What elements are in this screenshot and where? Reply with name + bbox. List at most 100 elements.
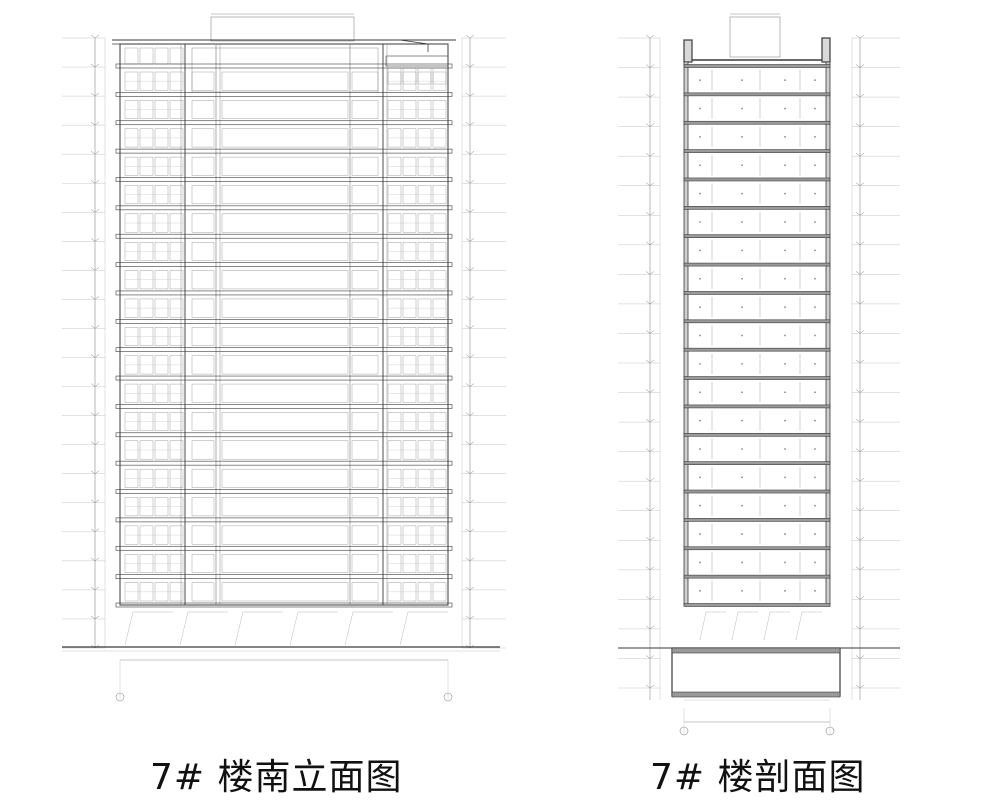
room-tag-mark — [741, 334, 743, 337]
window-pane — [191, 156, 215, 176]
room-tag-mark — [699, 79, 701, 82]
level-tick — [465, 238, 475, 242]
room-tag-mark — [814, 334, 816, 337]
level-tick — [855, 389, 865, 393]
basement-outline — [671, 647, 841, 697]
basement-floor-slab — [671, 691, 841, 698]
level-tick — [645, 300, 655, 305]
window-pane — [402, 67, 417, 85]
window-pane — [351, 355, 379, 375]
level-tick — [645, 212, 655, 216]
level-tick — [855, 655, 865, 659]
window-pane — [221, 327, 349, 346]
level-tick — [465, 644, 475, 649]
level-tick — [645, 182, 655, 187]
window-pane — [221, 355, 349, 375]
window-pane — [351, 497, 379, 517]
window-pane — [191, 355, 215, 375]
room-tag-mark — [741, 533, 743, 535]
level-tick — [855, 448, 865, 452]
room-tag-mark — [814, 589, 816, 592]
shop-front-line — [124, 611, 173, 646]
level-tick — [465, 383, 475, 387]
window-pane — [221, 582, 349, 602]
level-tick — [645, 596, 655, 600]
room-tag-mark — [814, 249, 816, 252]
room-tag-mark — [784, 589, 786, 592]
shop-front-line — [179, 611, 228, 646]
level-tick — [465, 63, 475, 68]
room-tag-mark — [814, 306, 816, 309]
axis-bubble — [679, 726, 689, 736]
room-tag-mark — [814, 107, 816, 110]
window-pane — [221, 554, 349, 573]
room-tag-mark — [814, 419, 816, 422]
parapet-wall — [821, 37, 831, 63]
room-tag-mark — [741, 107, 743, 110]
floor-slab-section — [683, 404, 831, 409]
floor-slab-section — [683, 347, 831, 352]
level-tick — [855, 684, 865, 689]
level-tick — [90, 267, 100, 271]
room-tag-mark — [699, 533, 701, 535]
room-tag-mark — [741, 448, 743, 450]
window-pane — [139, 47, 154, 65]
level-tick — [90, 383, 100, 387]
lobby-line — [795, 611, 822, 641]
level-tick — [90, 441, 100, 445]
room-tag-mark — [741, 306, 743, 309]
window-pane — [221, 412, 349, 431]
parapet-wall — [683, 39, 693, 63]
room-tag-mark — [784, 164, 786, 167]
window-pane — [221, 497, 349, 517]
level-tick — [855, 359, 865, 364]
level-tick — [855, 64, 865, 68]
window-pane — [417, 67, 432, 85]
room-tag-mark — [814, 192, 816, 195]
floor-slab-section — [683, 262, 831, 267]
level-tick — [465, 586, 475, 591]
window-pane — [221, 128, 349, 148]
level-tick — [645, 566, 655, 571]
level-tick — [90, 644, 100, 649]
level-tick — [855, 93, 865, 98]
room-tag-mark — [784, 533, 786, 535]
floor-slab-section — [683, 291, 831, 295]
floor-slab-section — [683, 120, 831, 125]
level-tick — [90, 150, 100, 155]
room-tag-mark — [814, 277, 816, 280]
shop-front-line — [344, 611, 393, 646]
level-tick — [645, 537, 655, 541]
room-tag-mark — [741, 164, 743, 167]
level-tick — [855, 596, 865, 600]
roof-canopy — [399, 39, 429, 52]
window-pane — [351, 412, 379, 431]
room-tag-mark — [741, 249, 743, 252]
floor-slab-section — [683, 518, 831, 522]
level-tick — [645, 152, 655, 157]
level-tick — [90, 354, 100, 358]
room-tag-mark — [814, 476, 816, 479]
room-tag-mark — [699, 362, 701, 365]
room-tag-mark — [784, 277, 786, 280]
floor-slab-section — [683, 376, 831, 380]
room-tag-mark — [699, 192, 701, 195]
window-pane — [191, 100, 215, 119]
floor-slab-band — [115, 319, 453, 324]
level-tick — [645, 123, 655, 127]
level-tick — [465, 180, 475, 184]
level-tick — [465, 354, 475, 358]
room-tag-mark — [699, 504, 701, 507]
room-tag-mark — [699, 419, 701, 422]
room-tag-mark — [784, 448, 786, 450]
level-tick — [855, 537, 865, 541]
window-pane — [191, 128, 215, 148]
level-tick — [855, 212, 865, 216]
room-tag-mark — [699, 476, 701, 479]
window-pane — [387, 67, 402, 85]
level-tick — [855, 271, 865, 275]
room-tag-mark — [784, 561, 786, 564]
room-tag-mark — [741, 192, 743, 195]
window-pane — [221, 185, 349, 205]
